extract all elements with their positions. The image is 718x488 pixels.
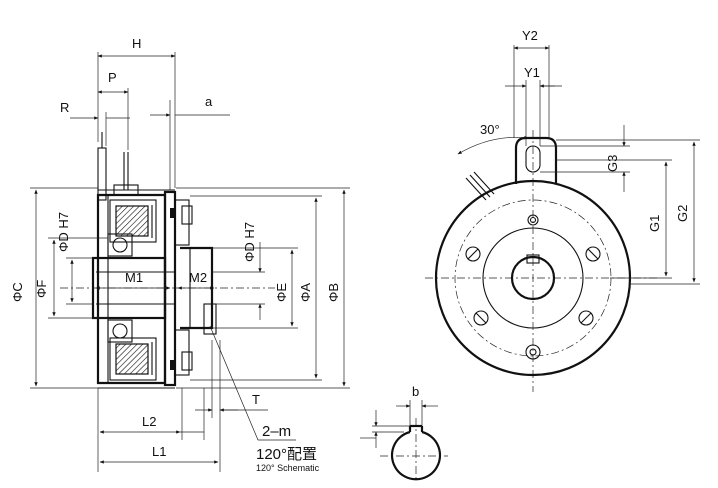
- label-Y2: Y2: [522, 28, 538, 43]
- label-a: a: [205, 94, 213, 109]
- label-30deg: 30°: [480, 122, 500, 137]
- label-M1: M1: [125, 270, 143, 285]
- label-R: R: [60, 100, 69, 115]
- label-L2: L2: [142, 414, 156, 429]
- screw-holes: [465, 214, 601, 360]
- label-phiE: ΦE: [274, 283, 289, 302]
- keyway-detail: [360, 400, 448, 482]
- label-phiA: ΦA: [298, 283, 313, 302]
- label-Y1: Y1: [524, 65, 540, 80]
- label-G2: G2: [675, 205, 690, 222]
- label-G3: G3: [605, 155, 620, 172]
- label-T: T: [252, 392, 260, 407]
- label-H: H: [132, 36, 141, 51]
- label-2-m: 2–m: [262, 423, 291, 440]
- label-P: P: [108, 70, 117, 85]
- label-b: b: [412, 384, 419, 399]
- label-L1: L1: [152, 444, 166, 459]
- label-phiD-H7-left: ΦD H7: [56, 212, 71, 252]
- label-phiB: ΦB: [326, 283, 341, 302]
- label-phiD-H7-right: ΦD H7: [242, 222, 257, 262]
- label-phiF: ΦF: [34, 280, 49, 298]
- label-120-schematic: 120° Schematic: [256, 463, 320, 473]
- label-G1: G1: [647, 215, 662, 232]
- label-phiC: ΦC: [10, 282, 25, 302]
- label-M2: M2: [189, 270, 207, 285]
- side-view-dimensions: [30, 52, 350, 472]
- front-view: [425, 130, 660, 392]
- label-120-config: 120°配置: [256, 446, 317, 463]
- front-view-dimensions: [457, 45, 700, 285]
- dimension-labels: H P R a ΦC ΦF ΦD H7 M1 M2 ΦD H7 ΦE ΦA ΦB…: [10, 28, 690, 473]
